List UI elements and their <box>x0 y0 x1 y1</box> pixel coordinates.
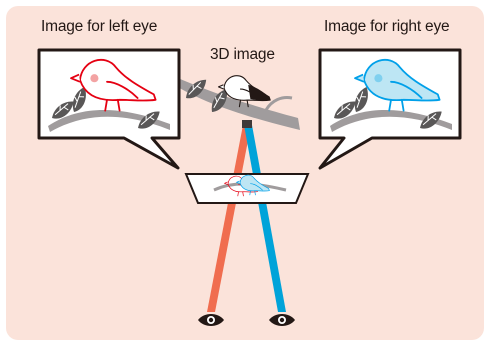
right-eye-bubble <box>318 48 462 170</box>
right-eye-icon <box>269 314 295 326</box>
left-eye-caption: Image for left eye <box>41 18 158 35</box>
left-eye-ray <box>207 125 251 312</box>
left-eye-bird-icon <box>70 58 157 112</box>
right-eye-bird-icon <box>354 58 441 112</box>
right-eye-ray <box>244 125 286 312</box>
right-eye-caption: Image for right eye <box>324 18 450 35</box>
center-bird-icon <box>217 75 271 108</box>
left-eye-icon <box>198 314 224 326</box>
center-branch <box>176 78 300 130</box>
left-eye-bubble <box>37 48 181 170</box>
center-caption: 3D image <box>210 46 275 63</box>
ray-source <box>242 120 252 128</box>
